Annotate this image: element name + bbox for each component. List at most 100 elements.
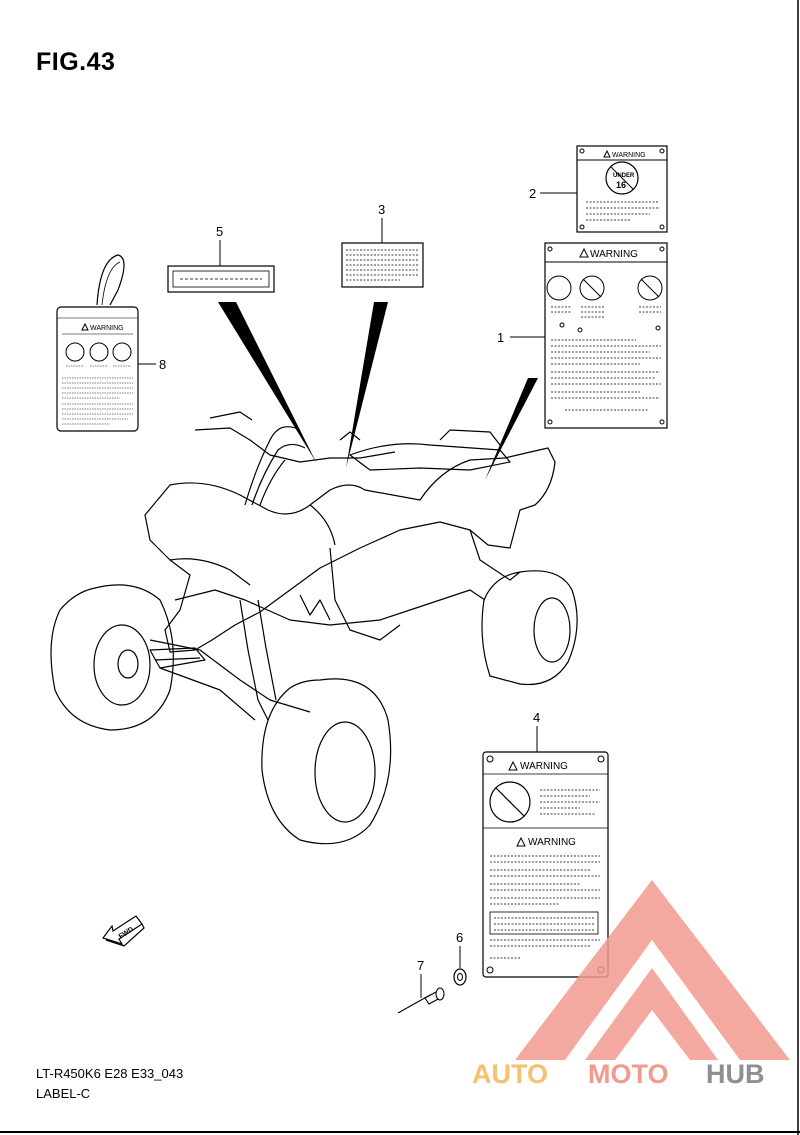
- handlebar-lever: [209, 411, 253, 421]
- label-1-hole: [547, 246, 553, 252]
- leader-wedge-1: [485, 378, 538, 480]
- figure-title: FIG.43: [36, 48, 116, 76]
- callout-number: 1: [497, 330, 504, 345]
- atv-illustration: [50, 411, 578, 845]
- callout-number: 5: [216, 224, 223, 239]
- label-4-boxed-section: [489, 911, 599, 935]
- seat: [349, 443, 511, 471]
- label-1-hole: [659, 246, 665, 252]
- grab-bar: [439, 429, 501, 446]
- label-8-warning-text: WARNING: [90, 325, 124, 332]
- washer-inner: [457, 973, 463, 981]
- rear-wheel-hub: [533, 597, 571, 663]
- part-7-rivet: [397, 987, 445, 1014]
- watermark-text-auto: AUTO: [472, 1059, 548, 1089]
- leader-wedge-3: [346, 302, 388, 468]
- callout-number: 2: [529, 186, 536, 201]
- front-left-wheel-hub: [93, 624, 151, 706]
- label-2-warning-icon: [603, 149, 611, 158]
- label-2-hole: [579, 148, 585, 154]
- label-4-prohibit-line: [495, 787, 525, 817]
- label-2-hole: [579, 224, 585, 230]
- label-8-string: [96, 254, 125, 306]
- label-2-warning-text: WARNING: [612, 152, 646, 159]
- shock-spring: [257, 599, 277, 701]
- label-1-prohibit-line: [582, 278, 602, 298]
- label-3: [341, 242, 424, 288]
- label-8-pictogram-icon: [112, 342, 132, 362]
- fwd-arrow-shape: [102, 915, 143, 946]
- label-2-age-number: 16: [616, 180, 626, 190]
- fwd-arrow-shadow: [105, 923, 145, 947]
- label-1-outline: [544, 242, 668, 429]
- shock-absorber: [239, 599, 269, 721]
- label-5: [167, 265, 275, 293]
- label-5-inner-border: [172, 270, 270, 288]
- watermark-text-moto: MOTO: [588, 1059, 669, 1089]
- label-1-dot: [655, 325, 661, 331]
- tank-line: [309, 504, 336, 546]
- fwd-arrow-icon: FWD: [102, 915, 145, 947]
- front-bumper: [149, 647, 206, 669]
- engine-fins: [299, 594, 331, 621]
- callout-number: 3: [378, 202, 385, 217]
- front-fender-line: [169, 558, 251, 586]
- label-2-prohibit-line: [610, 166, 634, 190]
- label-4-hole: [597, 755, 605, 763]
- watermark-logo: AUTO MOTO HUB: [472, 880, 790, 1089]
- callout-number: 6: [456, 930, 463, 945]
- label-1: WARNING: [544, 242, 668, 429]
- label-4-warning-text-2: WARNING: [528, 837, 576, 848]
- a-arm: [149, 639, 311, 713]
- rear-fender-line: [469, 529, 521, 581]
- label-8-warning-icon: [81, 322, 89, 331]
- rear-wheel: [481, 570, 578, 686]
- callout-leaders: [138, 192, 577, 998]
- label-8-pictogram-icon: [89, 342, 109, 362]
- label-1-dot: [577, 327, 583, 333]
- bumper-bar: [154, 657, 201, 661]
- label-8-pictogram-icon: [65, 342, 85, 362]
- front-left-hub-center: [117, 649, 139, 679]
- rivet-head: [435, 987, 445, 1001]
- label-1-pictogram-passenger-icon: [579, 275, 605, 301]
- cable-1: [244, 426, 301, 506]
- label-1-hole: [547, 419, 553, 425]
- label-8: WARNING: [56, 254, 139, 432]
- watermark-triangle-inner: [585, 968, 718, 1060]
- callout-number: 7: [417, 958, 424, 973]
- label-1-prohibit-line: [640, 278, 660, 298]
- label-4-warning-icon: [508, 760, 518, 771]
- label-1-hole: [659, 419, 665, 425]
- cable-3: [259, 459, 286, 506]
- section-name: LABEL-C: [36, 1086, 91, 1101]
- washer-outer: [453, 968, 467, 986]
- front-right-wheel-hub: [314, 721, 376, 823]
- watermark-text-hub: HUB: [706, 1059, 765, 1089]
- leader-wedge-5: [218, 302, 316, 462]
- model-code: LT-R450K6 E28 E33_043: [36, 1066, 184, 1081]
- label-1-pictogram-rider-icon: [546, 275, 572, 301]
- label-1-warning-icon: [579, 247, 589, 258]
- label-2: WARNING UNDER 16: [576, 145, 668, 233]
- label-2-under-text: UNDER: [613, 173, 635, 179]
- cable-2: [251, 443, 306, 506]
- label-4: WARNING WARNING: [482, 751, 609, 978]
- label-1-pictogram-road-icon: [637, 275, 663, 301]
- label-8-outline: [56, 306, 139, 432]
- engine-outline: [329, 547, 401, 641]
- label-4-hole: [486, 755, 494, 763]
- label-2-hole: [659, 224, 665, 230]
- label-8-string-inner: [101, 261, 121, 306]
- label-2-hole: [659, 148, 665, 154]
- handlebar-grip: [339, 431, 361, 441]
- watermark-triangle-outer: [515, 880, 790, 1060]
- callout-number: 8: [159, 357, 166, 372]
- frame-upper: [174, 589, 486, 626]
- label-1-dot: [559, 322, 565, 328]
- label-4-pictogram-icon: [489, 781, 531, 823]
- part-6-washer: [453, 968, 467, 986]
- label-4-warning-icon-2: [516, 836, 526, 847]
